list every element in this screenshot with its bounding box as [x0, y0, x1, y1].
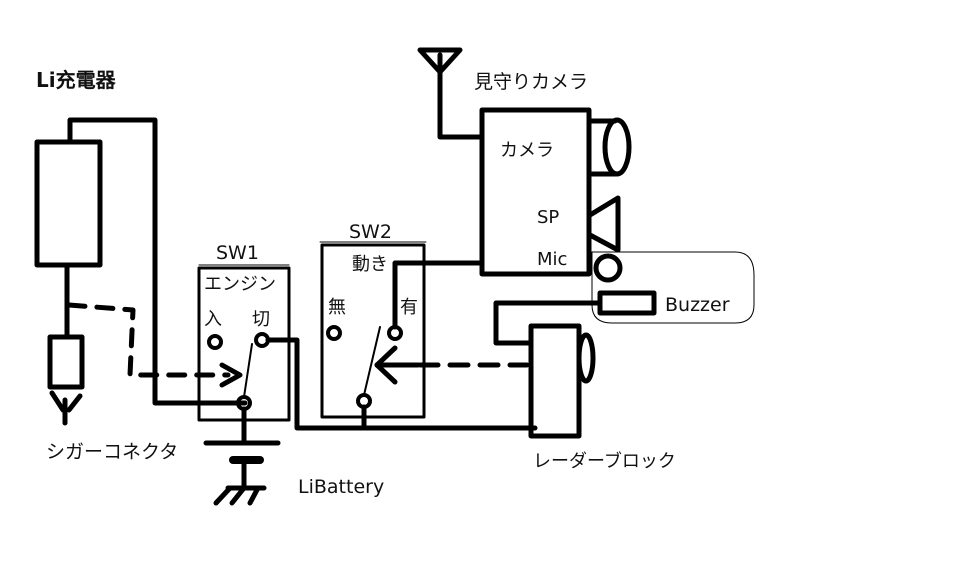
sw1-name: エンジン — [204, 274, 276, 295]
radar-lens-icon — [576, 332, 596, 384]
arrow-icon — [219, 362, 243, 388]
radar-block-label: レーダーブロック — [533, 450, 676, 472]
sw2-none-terminal — [326, 325, 342, 341]
charger-wire-top — [67, 117, 248, 406]
arrow-icon — [374, 345, 421, 385]
antenna-wire — [437, 69, 485, 140]
battery-icon — [203, 440, 281, 464]
mic-icon — [593, 253, 623, 283]
buzzer-label: Buzzer — [665, 294, 730, 316]
sw1-on-label: 入 — [204, 309, 222, 330]
watch-camera-label: 見守りカメラ — [474, 71, 588, 93]
sw2-lever — [363, 326, 381, 396]
buzzer-box — [597, 290, 657, 316]
sw1-off-label: 切 — [252, 309, 270, 330]
buzzer-highlight-outline — [591, 251, 755, 324]
sw2-name: 動き — [352, 254, 388, 275]
ground-icon — [213, 457, 267, 506]
sw2-yes-label: 有 — [400, 297, 418, 318]
buzzer-wire — [493, 300, 603, 346]
radar-box — [528, 323, 582, 439]
sw1-title: SW1 — [216, 242, 259, 264]
cigar-plug-body — [47, 334, 85, 390]
sw2-box — [320, 243, 426, 419]
speaker-icon — [587, 195, 621, 253]
sw2-none-label: 無 — [328, 297, 346, 318]
sw1-off-wire — [265, 337, 533, 431]
charger-box — [34, 139, 103, 268]
charger-label: Li充電器 — [36, 68, 117, 92]
antenna-icon — [417, 47, 463, 75]
battery-label: LiBattery — [298, 476, 384, 498]
sw2-yes-to-mic-wire — [392, 260, 485, 330]
charger-control-dashed — [66, 302, 231, 378]
mic-label: Mic — [537, 249, 567, 270]
camera-label: カメラ — [500, 140, 554, 161]
speaker-label: SP — [537, 207, 559, 228]
camera-box — [479, 107, 592, 277]
cigar-connector-label: シガーコネクタ — [46, 441, 178, 463]
sw1-on-terminal — [207, 334, 223, 350]
plug-tip-icon — [49, 390, 83, 426]
sw2-title: SW2 — [349, 221, 392, 243]
sw1-lever — [243, 343, 253, 398]
lens-icon — [586, 117, 632, 177]
